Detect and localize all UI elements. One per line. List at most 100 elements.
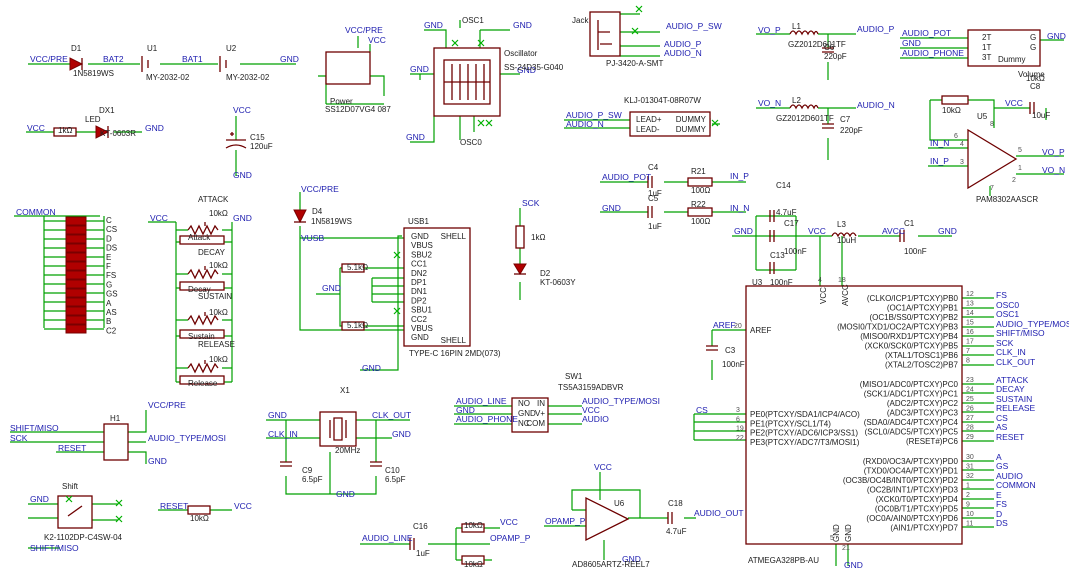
- net-label: GND: [336, 489, 355, 499]
- mcu-port-c-label: (SCK1/ADC1/PTCXY)PC1: [864, 390, 959, 399]
- connector-dummy-label: DUMMY: [676, 125, 707, 134]
- component-label: TYPE-C 16PIN 2MD(073): [409, 349, 501, 358]
- mcu-vcc-label: VCC: [819, 287, 828, 304]
- component-label: C4: [648, 163, 659, 172]
- amp-pin-number: 1: [1018, 165, 1022, 172]
- net-label: GND: [268, 410, 287, 420]
- net-label: AUDIO_TYPE/MOSI: [148, 433, 226, 443]
- component-label: L1: [792, 22, 801, 31]
- net-label: GND: [406, 132, 425, 142]
- component-label: D4: [312, 207, 323, 216]
- component-label: L2: [792, 96, 801, 105]
- component-label: 100Ω: [691, 217, 710, 226]
- net-label: VCC: [150, 213, 168, 223]
- component-label: TS5A3159ADBVR: [558, 383, 624, 392]
- no-connect-marks: [65, 5, 719, 523]
- component-label: 10kΩ: [464, 521, 483, 530]
- mcu-port-e-label: PE2(PTCXY/ADC6/ICP3/SS1): [750, 429, 858, 438]
- net-label: AUDIO_N: [664, 48, 702, 58]
- net-label: AUDIO_P: [857, 24, 895, 34]
- net-label: OPAMP_P: [545, 516, 586, 526]
- component-label: MY-2032-02: [226, 73, 270, 82]
- net-label: SHIFT/MISO: [10, 423, 59, 433]
- component-label: 1uF: [416, 549, 430, 558]
- component-label: 4.7uF: [666, 527, 687, 536]
- mcu-pin-number: 4: [818, 277, 822, 284]
- mcu-port-b-label: (OC1A/PTCXY)PB1: [887, 304, 959, 313]
- amp-pin-number: 7: [990, 185, 994, 192]
- component-label: 1N5819WS: [73, 69, 114, 78]
- component-label: U2: [226, 44, 237, 53]
- component-label: 1kΩ: [58, 126, 72, 135]
- mcu-pin-number: 12: [966, 291, 974, 298]
- component-label: R22: [691, 200, 706, 209]
- mcu-pin-number: 17: [966, 339, 974, 346]
- mcu-pin-number: 6: [736, 416, 740, 423]
- component-label: SS12D07VG4 087: [325, 105, 391, 114]
- usb-shell-label: SHELL: [441, 336, 467, 345]
- component-label: C9: [302, 466, 313, 475]
- net-label: COMMON: [16, 207, 56, 217]
- volume-pin-label: 2T: [982, 33, 991, 42]
- net-label: RELEASE: [996, 403, 1036, 413]
- net-label: D: [996, 509, 1002, 519]
- component-label: 4.7uF: [776, 208, 797, 217]
- component-label: C6: [824, 43, 835, 52]
- net-label: GND: [734, 226, 753, 236]
- component-label: 10kΩ: [464, 560, 483, 569]
- component-label: 10kΩ: [942, 106, 961, 115]
- net-label: AREF: [713, 320, 736, 330]
- mcu-port-b-label: (XTAL2/TOSC2)PB7: [885, 361, 959, 370]
- component-label: 5.1kΩ: [347, 321, 368, 330]
- net-label: RESET: [996, 432, 1024, 442]
- mcu-port-c-label: (SDA0/ADC4/PTCXY)PC4: [864, 418, 959, 427]
- volume-pin-label: 1T: [982, 43, 991, 52]
- component-label: H1: [110, 414, 121, 423]
- amp-pin-number: 5: [1018, 147, 1022, 154]
- amp-pin-number: 6: [954, 133, 958, 140]
- net-label: GND: [410, 64, 429, 74]
- mcu-port-b-label: (XCK0/SCK0/PTCXY)PB5: [865, 342, 959, 351]
- net-label: IN_N: [930, 138, 949, 148]
- net-label: AUDIO_TYPE/MOSI: [996, 319, 1069, 329]
- switch-pin-label: V+: [535, 409, 545, 418]
- net-label: GND: [902, 38, 921, 48]
- mcu-pin-number: 9: [966, 502, 970, 509]
- net-label: OSC1: [996, 309, 1019, 319]
- net-label: GND: [233, 213, 252, 223]
- net-label: GND: [517, 65, 536, 75]
- net-label: VCC: [234, 501, 252, 511]
- usb-shell-label: SHELL: [441, 232, 467, 241]
- usb-pin-label: GND: [411, 333, 429, 342]
- component-label: U5: [977, 112, 988, 121]
- component-label: Jack: [572, 16, 589, 25]
- net-label: AUDIO_LINE: [362, 533, 413, 543]
- net-label: GND: [456, 405, 475, 415]
- component-label: SUSTAIN: [198, 292, 232, 301]
- component-label: C1: [904, 219, 915, 228]
- net-label: CS: [996, 413, 1008, 423]
- net-label: E: [996, 490, 1002, 500]
- net-label: ATTACK: [996, 375, 1029, 385]
- usb-pin-label: DN2: [411, 269, 428, 278]
- cap-array-pin-label: FS: [106, 271, 116, 280]
- component-label: D1: [71, 44, 82, 53]
- net-label: IN_N: [730, 203, 749, 213]
- component-label: 100nF: [784, 247, 807, 256]
- usb-pin-label: DP1: [411, 278, 427, 287]
- mcu-pin-number: 13: [966, 301, 974, 308]
- component-label: SS-24D35-G040: [504, 63, 564, 72]
- mcu-avcc-label: AVCC: [841, 284, 850, 306]
- mcu-pin-number: 23: [966, 377, 974, 384]
- mcu-port-c-label: (SCL0/ADC5/PTCXY)PC5: [865, 428, 959, 437]
- mcu-pin-number: 5: [830, 535, 834, 542]
- net-label: BAT2: [103, 54, 124, 64]
- net-label: OSC0: [996, 300, 1019, 310]
- net-label: BAT1: [182, 54, 203, 64]
- cap-array-pin-label: DS: [106, 244, 117, 253]
- cap-array-pin-label: A: [106, 299, 112, 308]
- component-label: 6.5pF: [302, 475, 323, 484]
- mcu-port-b-label: (CLKO/ICP1/PTCXY)PB0: [867, 294, 959, 303]
- mcu-port-c-label: (ADC3/PTCXY)PC3: [887, 409, 959, 418]
- component-label: C5: [648, 194, 659, 203]
